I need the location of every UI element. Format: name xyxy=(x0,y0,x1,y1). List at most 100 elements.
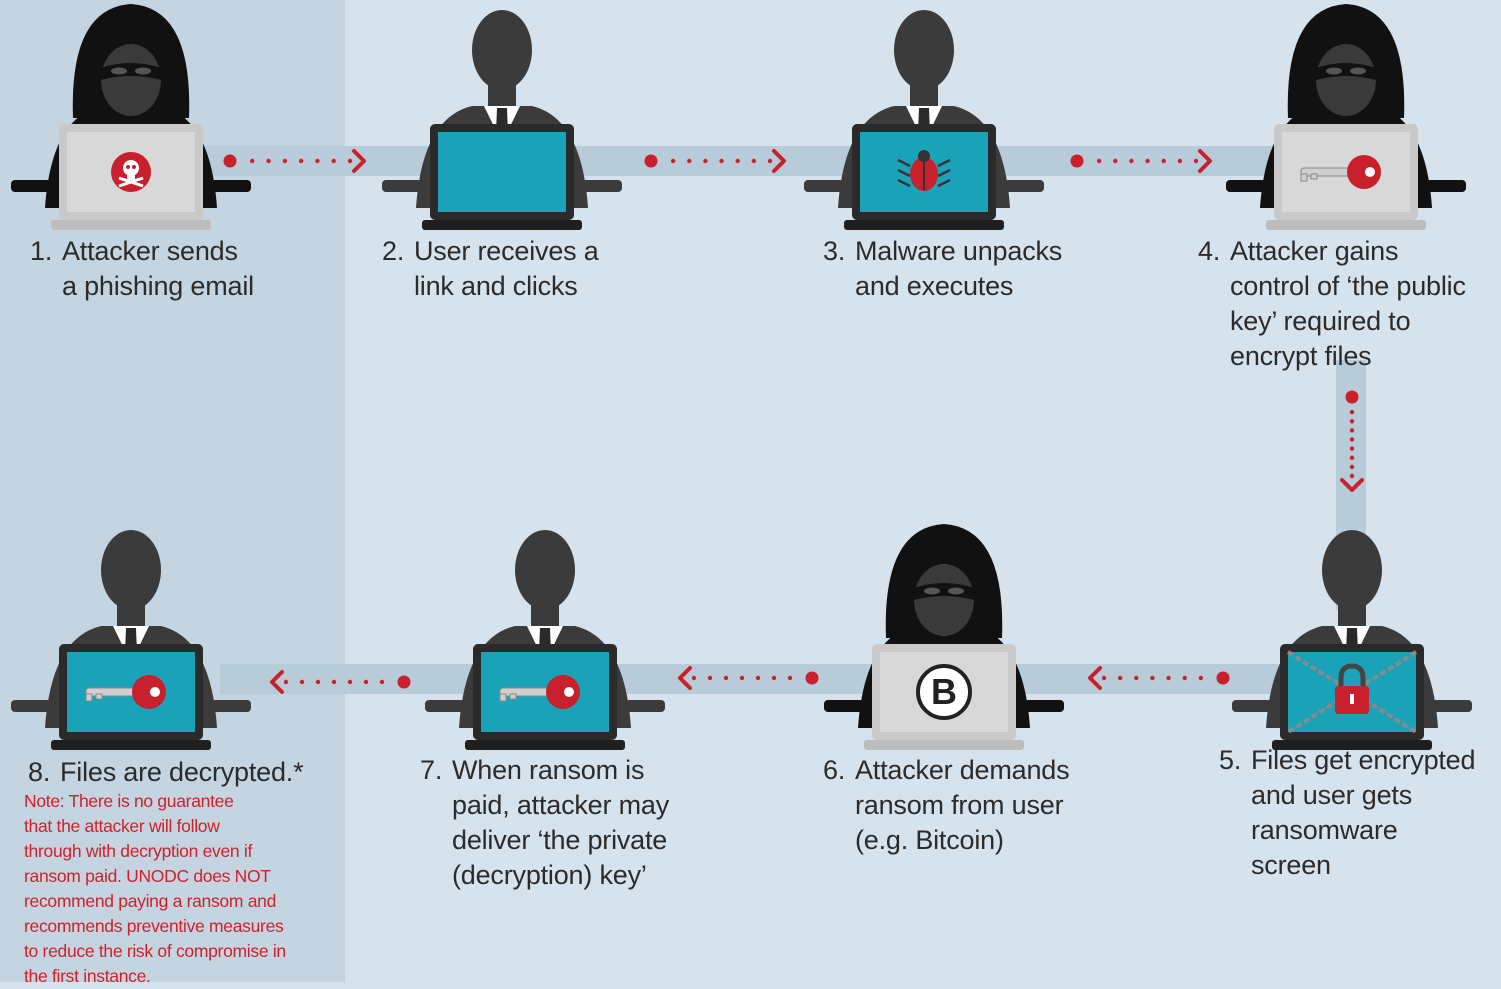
left-arm xyxy=(824,700,864,712)
arrow-dot xyxy=(1113,158,1118,164)
right-eye-icon xyxy=(135,67,151,75)
figures xyxy=(11,4,1472,750)
face xyxy=(1316,44,1376,116)
arrow-dot xyxy=(1145,158,1150,164)
step-2-caption: 2.User receives a link and clicks xyxy=(382,236,599,301)
mask-band xyxy=(101,63,161,80)
arrow-dot xyxy=(1349,446,1355,451)
right-arm xyxy=(582,180,622,192)
face xyxy=(914,564,974,636)
arrow-dot xyxy=(1349,419,1355,424)
arrow-dot xyxy=(1349,473,1355,479)
head xyxy=(515,530,575,610)
laptop-screen xyxy=(438,132,566,212)
arrow-dot xyxy=(771,675,777,681)
step-1-caption: 1.Attacker sends a phishing email xyxy=(30,236,254,301)
step-6-figure xyxy=(824,524,1064,750)
arrow-dot xyxy=(331,158,336,164)
arrow-dot xyxy=(1150,675,1155,681)
arrow-start-dot xyxy=(1345,390,1359,404)
arrow-dot xyxy=(1129,158,1134,164)
arrow-dot xyxy=(735,158,740,164)
arrow-dot xyxy=(363,679,369,685)
right-eye-icon xyxy=(1350,67,1366,75)
arrow-5-to-6 xyxy=(1088,666,1230,690)
head xyxy=(894,10,954,90)
arrow-head xyxy=(1198,149,1212,173)
arrow-dot xyxy=(719,158,724,164)
step-4-figure xyxy=(1226,4,1466,230)
neck xyxy=(910,84,938,110)
arrow-start-dot xyxy=(644,154,658,168)
arrow-dot xyxy=(379,679,385,685)
step-3-figure xyxy=(804,10,1044,230)
arrow-head xyxy=(1088,666,1102,690)
key-icon xyxy=(85,675,166,709)
arrow-dot xyxy=(739,675,745,681)
arrow-start-dot xyxy=(223,154,237,168)
arrow-dot xyxy=(1349,464,1355,470)
neck xyxy=(488,84,516,110)
arrow-dot xyxy=(1134,675,1139,681)
right-arm xyxy=(1432,700,1472,712)
arrow-dot xyxy=(331,679,337,685)
head xyxy=(472,10,532,90)
arrow-start-dot xyxy=(805,671,819,685)
arrow-dot xyxy=(723,675,729,681)
step-8-caption: 8.Files are decrypted.* xyxy=(28,757,304,787)
arrow-3-to-4 xyxy=(1070,149,1212,173)
connector-bands xyxy=(190,146,1366,694)
arrow-dot xyxy=(707,675,713,681)
neck xyxy=(1338,604,1366,630)
right-arm xyxy=(211,700,251,712)
step-5-figure xyxy=(1232,530,1472,750)
arrow-dot xyxy=(787,675,793,681)
step-3-caption: 3.Malware unpacks and executes xyxy=(823,236,1063,301)
step-2-figure xyxy=(382,10,622,230)
top-connector-band xyxy=(190,146,1310,176)
mask-band xyxy=(1316,63,1376,80)
right-arm xyxy=(211,180,251,192)
laptop-base xyxy=(422,220,582,230)
left-eye-icon xyxy=(1326,67,1342,75)
laptop-base xyxy=(51,220,211,230)
arrow-head xyxy=(772,149,786,173)
arrow-start-dot xyxy=(397,675,411,689)
arrow-dot xyxy=(315,679,321,685)
arrow-dot xyxy=(1349,437,1355,442)
laptop-base xyxy=(844,220,1004,230)
right-arm xyxy=(1024,700,1064,712)
bitcoin-symbol: B xyxy=(931,671,957,712)
arrow-start-dot xyxy=(1216,671,1230,685)
step-6-caption: 6.Attacker demands ransom from user (e.g… xyxy=(823,755,1070,855)
arrow-head xyxy=(270,670,284,694)
arrow-head xyxy=(678,666,692,690)
step-7-figure xyxy=(425,530,665,750)
skull-icon xyxy=(111,152,151,192)
left-arm xyxy=(804,180,844,192)
arrow-dot xyxy=(1198,675,1204,681)
arrow-start-dot xyxy=(1070,154,1084,168)
arrow-dot xyxy=(1193,158,1199,164)
arrow-7-to-8 xyxy=(270,670,411,694)
arrow-dot xyxy=(1161,158,1166,164)
right-eye-icon xyxy=(948,587,964,595)
left-arm xyxy=(382,180,422,192)
arrow-dot xyxy=(1349,428,1355,433)
arrow-dot xyxy=(1349,409,1355,415)
arrow-dot xyxy=(1349,455,1355,460)
left-arm xyxy=(1232,700,1272,712)
bug-icon xyxy=(897,150,951,191)
bottom-connector-band xyxy=(220,664,1320,694)
arrow-dot xyxy=(670,158,676,164)
mask-band xyxy=(914,583,974,600)
neck xyxy=(531,604,559,630)
right-arm xyxy=(1426,180,1466,192)
disclaimer-note: Note: There is no guarantee that the att… xyxy=(24,791,286,986)
arrow-dot xyxy=(767,158,773,164)
left-eye-icon xyxy=(924,587,940,595)
arrow-dot xyxy=(1177,158,1183,164)
bitcoin-icon xyxy=(916,664,972,720)
arrow-4-to-5 xyxy=(1340,390,1364,492)
